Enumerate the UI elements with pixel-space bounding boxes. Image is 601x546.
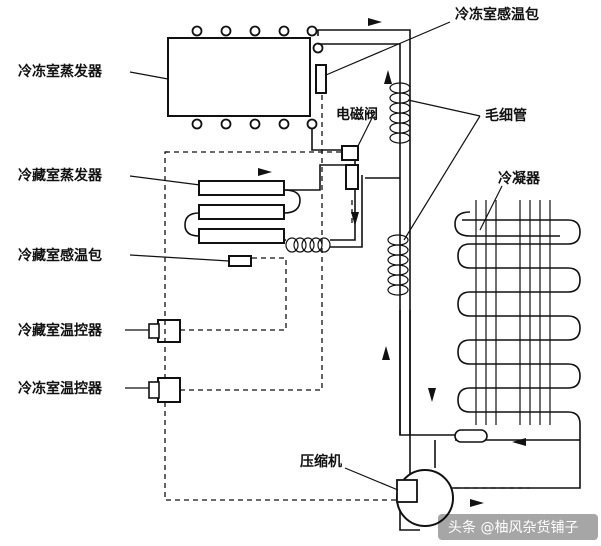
fridge-temp-sensor xyxy=(228,255,252,267)
label-condenser: 冷凝器 xyxy=(498,170,541,187)
freezer-thermostat xyxy=(148,377,181,403)
compressor xyxy=(396,469,454,531)
label-solenoid-valve: 电磁阀 xyxy=(336,106,378,123)
label-compressor: 压缩机 xyxy=(300,453,342,470)
freezer-temp-sensor xyxy=(315,64,327,94)
labels: 冷冻室蒸发器 冷冻室感温包 电磁阀 毛细管 冷藏室蒸发器 冷凝器 冷藏室感温包 … xyxy=(18,6,541,470)
label-fridge-evaporator: 冷藏室蒸发器 xyxy=(18,167,103,184)
solenoid-valve xyxy=(341,145,359,190)
label-capillary-tube: 毛细管 xyxy=(485,107,527,124)
leader-lines xyxy=(125,21,503,491)
fridge-evaporator xyxy=(198,180,285,244)
fridge-evaporator-coil xyxy=(284,237,331,253)
capillary-coil-upper xyxy=(389,82,411,144)
freezer-evaporator-top-circles xyxy=(191,25,318,37)
capillary-coil-lower xyxy=(387,234,409,296)
label-freezer-thermostat: 冷冻室温控器 xyxy=(18,380,103,397)
condenser xyxy=(454,200,581,440)
fridge-thermostat xyxy=(148,319,181,343)
control-wiring xyxy=(164,94,530,501)
label-freezer-evaporator: 冷冻室蒸发器 xyxy=(18,63,103,80)
flow-arrows xyxy=(258,18,526,507)
watermark: 头条 @柚风杂货铺子 xyxy=(438,514,598,540)
filter-drier xyxy=(454,429,488,443)
label-fridge-temp-sensor: 冷藏室感温包 xyxy=(18,247,102,264)
label-freezer-temp-sensor: 冷冻室感温包 xyxy=(455,6,539,23)
label-fridge-thermostat: 冷藏室温控器 xyxy=(18,322,103,339)
freezer-evaporator xyxy=(167,25,324,130)
watermark-text: 头条 @柚风杂货铺子 xyxy=(448,519,578,536)
